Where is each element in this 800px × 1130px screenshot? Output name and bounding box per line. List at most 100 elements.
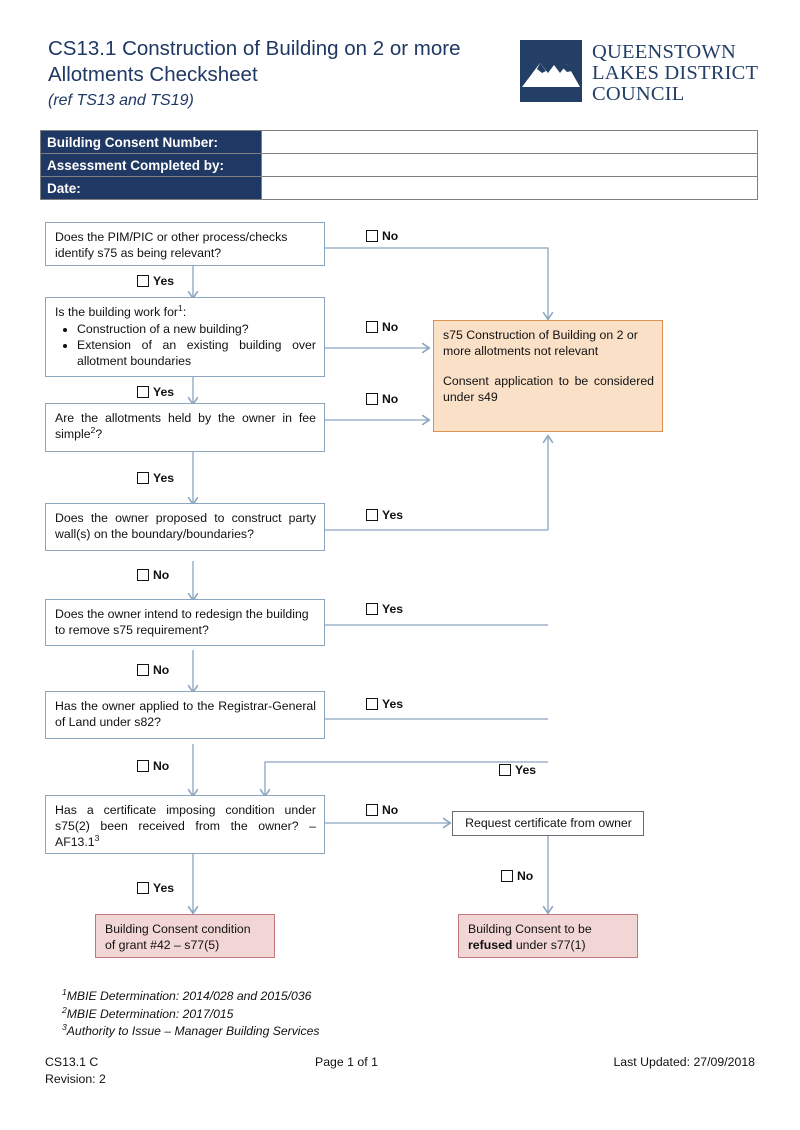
footnote-2: 2MBIE Determination: 2017/015	[62, 1004, 319, 1024]
checkbox-branch-yes[interactable]: Yes	[499, 763, 536, 777]
field-building-consent-number[interactable]	[261, 130, 758, 154]
checkbox-icon[interactable]	[366, 509, 378, 521]
checkbox-icon[interactable]	[137, 882, 149, 894]
orange-paragraph-2: Consent application to be considered und…	[443, 374, 654, 404]
node-q4-text: Does the owner proposed to construct par…	[55, 511, 316, 541]
footnote-text: Authority to Issue – Manager Building Se…	[66, 1024, 320, 1038]
node-request-certificate: Request certificate from owner	[452, 811, 644, 836]
node-q5-text: Does the owner intend to redesign the bu…	[55, 607, 309, 637]
checkbox-label: No	[382, 320, 399, 334]
checkbox-icon[interactable]	[499, 764, 511, 776]
pink-right-bold: refused	[468, 938, 513, 952]
logo-line-3: COUNCIL	[592, 83, 685, 105]
footnote-marker: 2	[62, 1004, 67, 1015]
checkbox-label: No	[153, 568, 170, 582]
checkbox-q6-no[interactable]: No	[137, 759, 169, 773]
checkbox-label: No	[517, 869, 534, 883]
gray-box-text: Request certificate from owner	[465, 816, 632, 830]
checkbox-icon[interactable]	[366, 393, 378, 405]
checkbox-q7-yes[interactable]: Yes	[137, 881, 174, 895]
node-outcome-not-relevant: s75 Construction of Building on 2 or mor…	[433, 320, 663, 432]
checkbox-label: No	[382, 803, 399, 817]
footnote-1: 1MBIE Determination: 2014/028 and 2015/0…	[62, 988, 319, 1006]
checkbox-q7-no[interactable]: No	[366, 803, 398, 817]
node-q7-certificate: Has a certificate imposing condition und…	[45, 795, 325, 854]
checkbox-q6-yes[interactable]: Yes	[366, 697, 403, 711]
checkbox-label: No	[153, 759, 170, 773]
node-q3-fee-simple: Are the allotments held by the owner in …	[45, 403, 325, 452]
mountain-logo-icon	[520, 40, 582, 102]
footer-last-updated: Last Updated: 27/09/2018	[613, 1055, 755, 1069]
checkbox-q1-no[interactable]: No	[366, 229, 398, 243]
pink-right-line-2: refused under s77(1)	[468, 937, 629, 953]
page-title: CS13.1 Construction of Building on 2 or …	[48, 37, 461, 86]
node-q2-lead: Is the building work for	[55, 305, 179, 319]
node-q5-redesign: Does the owner intend to redesign the bu…	[45, 599, 325, 646]
checkbox-icon[interactable]	[137, 275, 149, 287]
node-q2-colon: :	[182, 305, 187, 319]
footnote-text: MBIE Determination: 2014/028 and 2015/03…	[66, 989, 312, 1003]
checkbox-icon[interactable]	[137, 569, 149, 581]
checkbox-label: Yes	[382, 508, 404, 522]
node-outcome-refused: Building Consent to be refused under s77…	[458, 914, 638, 958]
pink-left-line-2: of grant #42 – s77(5)	[105, 938, 220, 952]
table-row: Assessment Completed by:	[40, 153, 758, 177]
checkbox-q5-yes[interactable]: Yes	[366, 602, 403, 616]
checkbox-icon[interactable]	[366, 230, 378, 242]
checkbox-icon[interactable]	[366, 804, 378, 816]
node-q2-item: Extension of an existing building over a…	[77, 337, 316, 369]
checkbox-label: Yes	[153, 385, 175, 399]
checkbox-label: No	[382, 229, 399, 243]
logo-wordmark: QUEENSTOWN LAKES DISTRICT COUNCIL	[592, 40, 758, 105]
checkbox-q1-yes[interactable]: Yes	[137, 274, 174, 288]
footnote-ref-3: 3	[94, 832, 100, 843]
node-outcome-condition-of-grant: Building Consent condition of grant #42 …	[95, 914, 275, 958]
checkbox-icon[interactable]	[501, 870, 513, 882]
table-row: Date:	[40, 176, 758, 200]
checkbox-q2-no[interactable]: No	[366, 320, 398, 334]
checkbox-label: No	[153, 663, 170, 677]
footnote-marker: 1	[62, 986, 67, 997]
page-footer: CS13.1 C Page 1 of 1 Last Updated: 27/09…	[45, 1054, 755, 1087]
checkbox-icon[interactable]	[137, 760, 149, 772]
checkbox-icon[interactable]	[137, 386, 149, 398]
footnotes: 1MBIE Determination: 2014/028 and 2015/0…	[62, 988, 319, 1041]
node-q2-building-work: Is the building work for1: Construction …	[45, 297, 325, 377]
checkbox-q4-yes[interactable]: Yes	[366, 508, 403, 522]
checkbox-label: Yes	[382, 602, 404, 616]
footnote-marker: 3	[62, 1021, 67, 1032]
pink-right-rest: under s77(1)	[512, 938, 586, 952]
footnote-ref-1: 1	[178, 302, 183, 313]
checkbox-label: Yes	[153, 274, 175, 288]
label-date: Date:	[40, 176, 262, 200]
checkbox-icon[interactable]	[366, 698, 378, 710]
node-q6-text: Has the owner applied to the Registrar-G…	[55, 699, 316, 729]
checkbox-q4-no[interactable]: No	[137, 568, 169, 582]
checkbox-q3-yes[interactable]: Yes	[137, 471, 174, 485]
footer-row-1: CS13.1 C Page 1 of 1 Last Updated: 27/09…	[45, 1054, 755, 1071]
node-q3-text: Are the allotments held by the owner in …	[55, 411, 316, 441]
pink-left-line-1: Building Consent condition	[105, 922, 251, 936]
checkbox-label: Yes	[153, 881, 175, 895]
checkbox-icon[interactable]	[366, 603, 378, 615]
node-q2-item: Construction of a new building?	[77, 321, 316, 337]
pink-right-line-1: Building Consent to be	[468, 922, 592, 936]
checkbox-q2-yes[interactable]: Yes	[137, 385, 174, 399]
node-q3-text-end: ?	[95, 427, 103, 441]
checkbox-q3-no[interactable]: No	[366, 392, 398, 406]
title-block: CS13.1 Construction of Building on 2 or …	[48, 36, 518, 112]
field-date[interactable]	[261, 176, 758, 200]
checkbox-label: Yes	[515, 763, 537, 777]
footer-doc-code: CS13.1 C	[45, 1055, 99, 1069]
field-assessment-completed-by[interactable]	[261, 153, 758, 177]
checkbox-request-no[interactable]: No	[501, 869, 533, 883]
checkbox-label: Yes	[153, 471, 175, 485]
checkbox-q5-no[interactable]: No	[137, 663, 169, 677]
checkbox-icon[interactable]	[137, 472, 149, 484]
consent-info-table: Building Consent Number: Assessment Comp…	[40, 130, 758, 200]
council-logo: QUEENSTOWN LAKES DISTRICT COUNCIL	[520, 40, 758, 105]
checkbox-icon[interactable]	[366, 321, 378, 333]
node-q1-pim-pic: Does the PIM/PIC or other process/checks…	[45, 222, 325, 266]
checkbox-icon[interactable]	[137, 664, 149, 676]
